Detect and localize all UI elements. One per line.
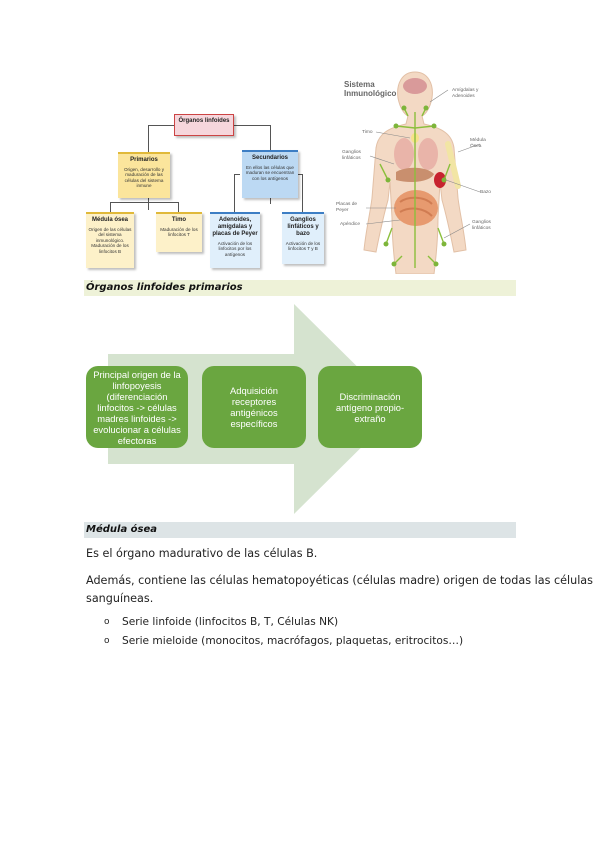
cm-primarios-title: Primarios (130, 157, 158, 163)
section-header-medula: Médula ósea (84, 522, 516, 538)
label-ganglios-right: Ganglios linfáticos (472, 220, 491, 231)
process-step-2: Adquisición receptores antigénicos espec… (202, 366, 306, 448)
paragraph-1: Es el órgano madurativo de las células B… (86, 547, 318, 560)
brain-shape (403, 78, 427, 94)
connector-line (110, 202, 178, 203)
label-ganglios-left: Ganglios linfáticos (342, 150, 361, 161)
body-illustration (363, 71, 481, 275)
label-timo: Timo (362, 130, 373, 135)
cm-ganglios-title: Ganglios linfáticos y bazo (287, 217, 319, 237)
figure-title: Sistema Inmunológico (344, 80, 396, 98)
cm-medula-box: Médula ósea Origen de las células del si… (86, 212, 134, 268)
connector-line (148, 125, 149, 152)
process-step-3: Discriminación antígeno propio-extraño (318, 366, 422, 448)
connector-line (110, 202, 111, 212)
bullet-text: Serie mieloide (monocitos, macrófagos, p… (122, 635, 464, 647)
spleen-shape (434, 172, 446, 188)
figure-title-line1: Sistema (344, 80, 375, 89)
process-step-3-text: Discriminación antígeno propio-extraño (335, 390, 405, 424)
cm-adenoides-title: Adenoides, amígdalas y placas de Peyer (212, 217, 258, 237)
bullet-text: Serie linfoide (linfocitos B, T, Células… (122, 616, 339, 628)
connector-line (234, 174, 240, 175)
paragraph-2-line2: sanguíneas. (86, 592, 154, 605)
process-step-1-text: Principal origen de la linfopoyesis (dif… (93, 368, 181, 446)
connector-line (270, 125, 271, 152)
concept-map: Órganos linfoides Primarios Origen, desa… (84, 108, 324, 270)
section-title-medula: Médula ósea (86, 524, 158, 535)
connector-line (148, 198, 149, 210)
immune-system-figure: Sistema Inmunológico Amígdalas y Adenoid… (330, 68, 500, 275)
label-amigdalas: Amígdalas y Adenoides (452, 88, 479, 99)
cm-primarios-box: Primarios Origen, desarrollo y maduració… (118, 152, 170, 198)
cm-timo-desc: Maduración de los linfocitos T (160, 227, 198, 238)
label-medula: Médula Ósea (470, 138, 486, 149)
lung-shape (418, 138, 438, 170)
lymph-nodes (383, 105, 447, 267)
label-bazo: Bazo (480, 190, 491, 195)
connector-line (178, 202, 179, 212)
section-header-primarios: Órganos linfoides primarios (84, 280, 516, 296)
label-apendice: Apéndice (340, 222, 361, 227)
bullet-symbol: o (104, 636, 110, 646)
connector-line (270, 196, 271, 204)
cm-medula-title: Médula ósea (91, 217, 128, 223)
cm-timo-title: Timo (171, 217, 187, 223)
paragraph-2-line1: Además, contiene las células hematopoyét… (86, 574, 593, 587)
connector-line (296, 174, 302, 175)
bullet-symbol: o (104, 617, 110, 627)
cm-secundarios-box: Secundarios En ellos las células que mad… (242, 150, 298, 198)
cm-adenoides-box: Adenoides, amígdalas y placas de Peyer A… (210, 212, 260, 268)
label-placas: Placas de Peyer (336, 202, 358, 213)
cm-timo-box: Timo Maduración de los linfocitos T (156, 212, 202, 252)
cm-secundarios-desc: En ellos las células que maduran se encu… (245, 165, 295, 181)
cm-ganglios-box: Ganglios linfáticos y bazo Activación de… (282, 212, 324, 264)
cm-root-label: Órganos linfoides (178, 118, 230, 124)
process-step-1: Principal origen de la linfopoyesis (dif… (86, 366, 188, 448)
cm-secundarios-title: Secundarios (251, 155, 288, 161)
process-step-2-text: Adquisición receptores antigénicos espec… (230, 385, 278, 429)
connector-line (234, 174, 235, 212)
cm-medula-desc: Origen de las células del sistema inmuno… (88, 227, 132, 254)
cm-ganglios-desc: Activación de los linfocitos T y B (285, 241, 321, 252)
cm-adenoides-desc: Activación de los linfocitos por los ant… (217, 241, 253, 257)
figure-title-line2: Inmunológico (344, 89, 397, 98)
bone-shape (445, 141, 461, 189)
connector-line (302, 174, 303, 212)
lung-shape (394, 138, 414, 170)
cm-root-box: Órganos linfoides (174, 114, 234, 136)
section-title-primarios: Órganos linfoides primarios (86, 282, 243, 293)
cm-primarios-desc: Origen, desarrollo y maduración de las c… (123, 167, 165, 189)
